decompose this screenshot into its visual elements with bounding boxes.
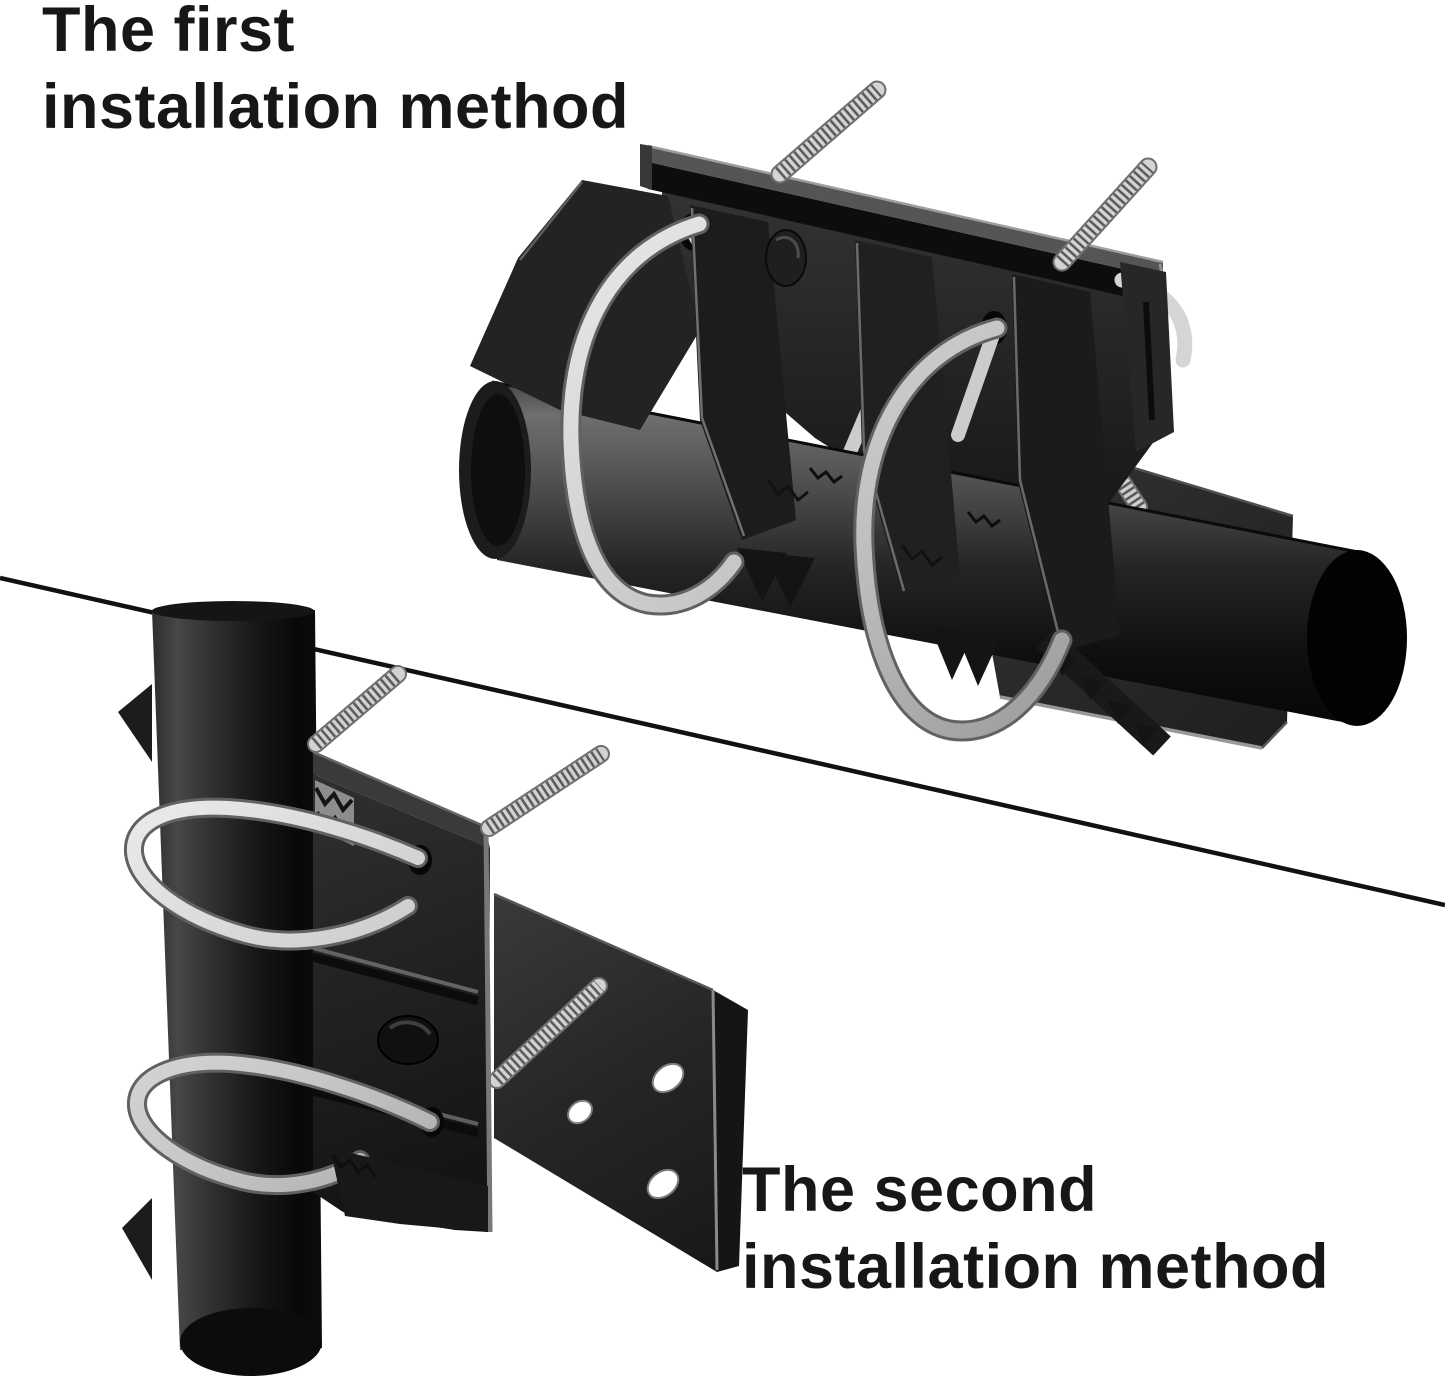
threaded-rod-corner-icon bbox=[480, 745, 610, 837]
second-method-label-line2: installation method bbox=[742, 1232, 1330, 1302]
pole-bottom-cap bbox=[180, 1308, 322, 1376]
clamp-bottom-jaw bbox=[330, 1148, 488, 1232]
mast-pole-vertical bbox=[152, 601, 322, 1376]
threaded-rod-left-icon bbox=[770, 80, 887, 184]
second-method-label-line1: The second bbox=[742, 1155, 1098, 1225]
threaded-rod-plate-icon bbox=[488, 977, 608, 1089]
plate-hole-1 bbox=[567, 1099, 593, 1125]
first-method-label-line2: installation method bbox=[42, 72, 630, 142]
u-bolt-rear bbox=[853, 317, 1073, 742]
plate-hole-2 bbox=[651, 1062, 685, 1094]
plate-mounting-holes bbox=[567, 1062, 685, 1200]
u-bolt-front bbox=[560, 213, 745, 616]
pipe-end-cap-right bbox=[1307, 550, 1407, 726]
first-method-label: The first installation method bbox=[42, 0, 629, 146]
u-bolt-upper bbox=[124, 797, 428, 951]
second-method-figure bbox=[118, 601, 748, 1376]
clamp-fins bbox=[470, 180, 1174, 652]
plate-hole-3 bbox=[646, 1168, 680, 1200]
second-method-label: The second installation method bbox=[742, 1152, 1329, 1306]
corner-wall-plate bbox=[493, 892, 748, 1272]
u-bolt-lower bbox=[127, 1052, 440, 1196]
clamp-corner-edge bbox=[483, 825, 493, 1233]
threaded-rod-pole-icon bbox=[307, 665, 407, 753]
weld-bead bbox=[765, 229, 807, 287]
rear-jaw-tip-upper bbox=[118, 684, 152, 762]
first-method-label-line1: The first bbox=[42, 0, 296, 65]
threaded-rod-right-icon bbox=[1052, 157, 1158, 272]
first-method-figure bbox=[459, 80, 1407, 756]
rear-jaw-tip-lower bbox=[122, 1198, 152, 1280]
plate-folded-edge bbox=[713, 990, 748, 1272]
